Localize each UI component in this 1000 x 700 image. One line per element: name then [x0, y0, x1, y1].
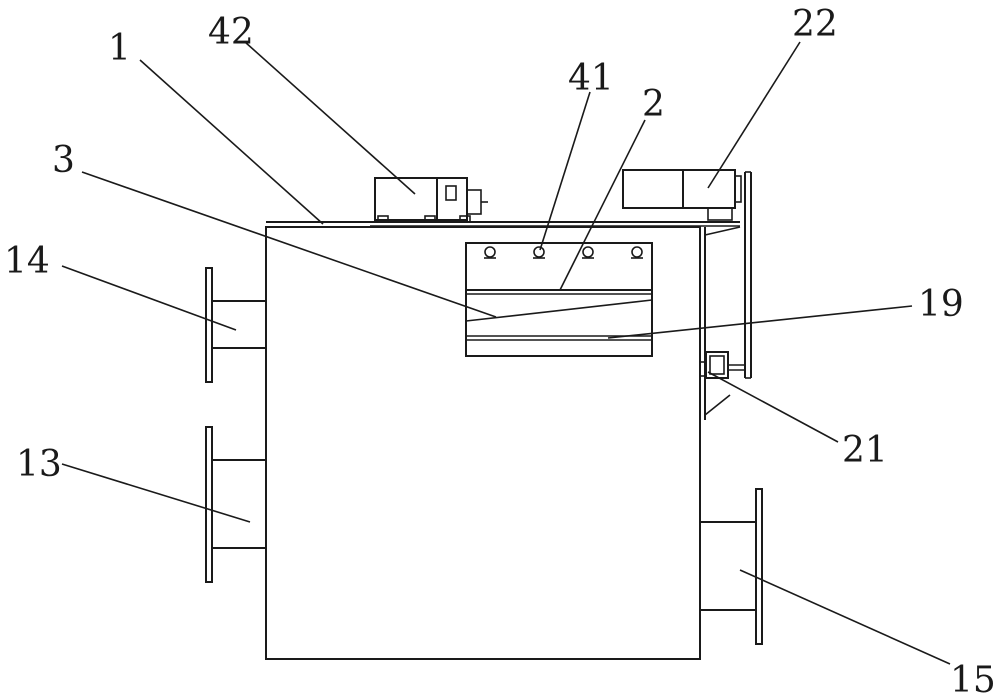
- label-15: 15: [950, 660, 996, 700]
- label-14: 14: [4, 241, 50, 282]
- right-bracket-top: [704, 226, 741, 236]
- label-2: 2: [642, 84, 665, 125]
- leader-42: [244, 41, 416, 195]
- bolts-41: [484, 246, 643, 259]
- leader-21: [707, 371, 839, 443]
- leader-13: [61, 463, 251, 523]
- right-bracket-bottom: [704, 394, 731, 416]
- label-21: 21: [842, 430, 888, 471]
- label-19: 19: [918, 284, 964, 325]
- gearbox-21: [699, 351, 745, 379]
- label-3: 3: [52, 140, 75, 181]
- label-22: 22: [792, 4, 838, 45]
- flange-pipe-13: [205, 426, 266, 583]
- leader-19: [607, 305, 913, 339]
- leader-15: [739, 569, 951, 665]
- flange-pipe-15: [700, 488, 763, 645]
- leader-1: [139, 59, 324, 225]
- belt-drive: [744, 171, 752, 379]
- main-housing: [265, 226, 701, 660]
- leader-3: [81, 171, 497, 318]
- label-13: 13: [16, 444, 62, 485]
- flange-pipe-14: [205, 267, 266, 383]
- label-1: 1: [108, 28, 131, 69]
- motor-42: [374, 177, 488, 223]
- leader-2: [559, 119, 646, 291]
- label-42: 42: [208, 12, 254, 53]
- leader-22: [707, 41, 801, 189]
- leader-41: [539, 91, 591, 251]
- sieve-box-19: [465, 242, 653, 357]
- label-41: 41: [568, 58, 614, 99]
- motor-22: [622, 169, 742, 221]
- leader-14: [61, 265, 237, 331]
